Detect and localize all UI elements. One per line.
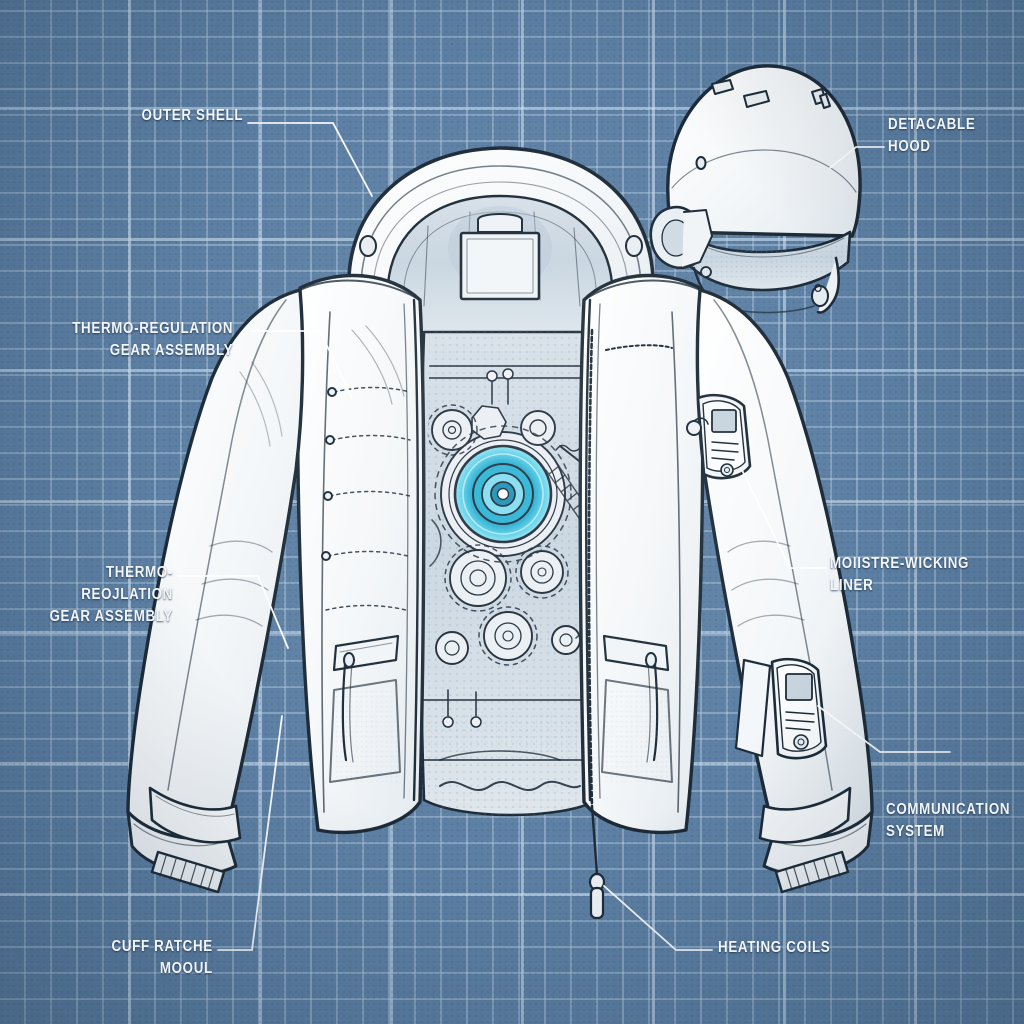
leader-line-detachable-hood bbox=[829, 146, 885, 169]
jacket-right-sleeve bbox=[686, 288, 874, 894]
helmet-illustration bbox=[649, 64, 862, 314]
leader-line-outer-shell bbox=[247, 122, 373, 197]
jacket-right-front-panel bbox=[578, 273, 705, 920]
thermal-core-module bbox=[453, 444, 553, 544]
callout-thermo-regulation-upper: THERMO-REGULATION GEAR ASSEMBLY bbox=[71, 320, 233, 359]
leader-line-thermo-regulation-upper bbox=[249, 330, 353, 399]
callout-heating-coils: HEATING COILS bbox=[718, 939, 831, 956]
arm-module-lower bbox=[770, 657, 828, 760]
leader-lines bbox=[177, 122, 951, 951]
leader-line-thermo-regulation-lower bbox=[177, 575, 289, 649]
callout-moisture-wicking-liner: MOIISTRE-WICKING LINER bbox=[830, 555, 970, 594]
leader-line-heating-coils bbox=[603, 885, 713, 951]
callout-thermo-regulation-lower: THERMO-REOJLATION GEAR ASSEMBLY bbox=[49, 564, 173, 625]
arm-module-upper bbox=[686, 393, 752, 480]
leader-line-cuff-ratchet-module bbox=[217, 715, 283, 951]
thermo-regulation-mechanism bbox=[418, 330, 602, 820]
jacket-left-front-panel bbox=[296, 273, 426, 835]
callout-outer-shell: OUTER SHELL bbox=[141, 107, 243, 124]
leader-line-communication-system bbox=[817, 705, 951, 753]
callout-cuff-ratchet-module: CUFF RATCHE MOOUL bbox=[111, 938, 213, 977]
callout-communication-system: COMMUNICATION SYSTEM bbox=[886, 801, 1011, 840]
jacket-hood bbox=[347, 146, 655, 407]
leader-line-moisture-wicking-liner bbox=[741, 469, 827, 569]
callout-detachable-hood: DETACABLE HOOD bbox=[888, 116, 976, 155]
